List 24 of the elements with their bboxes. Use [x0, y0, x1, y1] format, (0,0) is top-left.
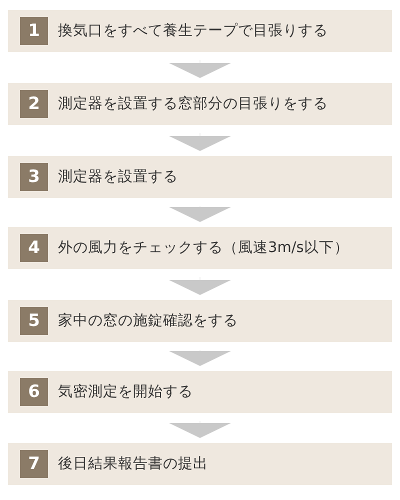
step-number: 5 — [20, 307, 48, 335]
step-text: 家中の窓の施錠確認をする — [58, 312, 238, 331]
step-box — [8, 443, 392, 485]
step-text: 後日結果報告書の提出 — [58, 455, 208, 474]
step-text: 測定器を設置する — [58, 168, 178, 187]
step-box — [8, 227, 392, 269]
step-text: 測定器を設置する窓部分の目張りをする — [58, 94, 328, 114]
step-text: 気密測定を開始する — [58, 382, 193, 402]
arrow — [169, 350, 231, 366]
step-number: 1 — [20, 17, 48, 45]
step-number: 7 — [20, 450, 48, 478]
step-number: 4 — [20, 234, 48, 262]
step-box — [8, 156, 392, 198]
step-text: 外の風力をチェックする（風速3m/s以下） — [58, 239, 349, 258]
step-text: 換気口をすべて養生テープで目張りする — [58, 22, 328, 41]
step-box — [8, 83, 392, 125]
step-number: 6 — [20, 378, 48, 406]
step-number: 3 — [20, 163, 48, 191]
step-box — [8, 10, 392, 52]
step-box — [8, 371, 392, 413]
arrow — [169, 420, 231, 438]
step-box — [8, 300, 392, 342]
step-number: 2 — [20, 90, 48, 118]
arrow — [169, 206, 231, 222]
